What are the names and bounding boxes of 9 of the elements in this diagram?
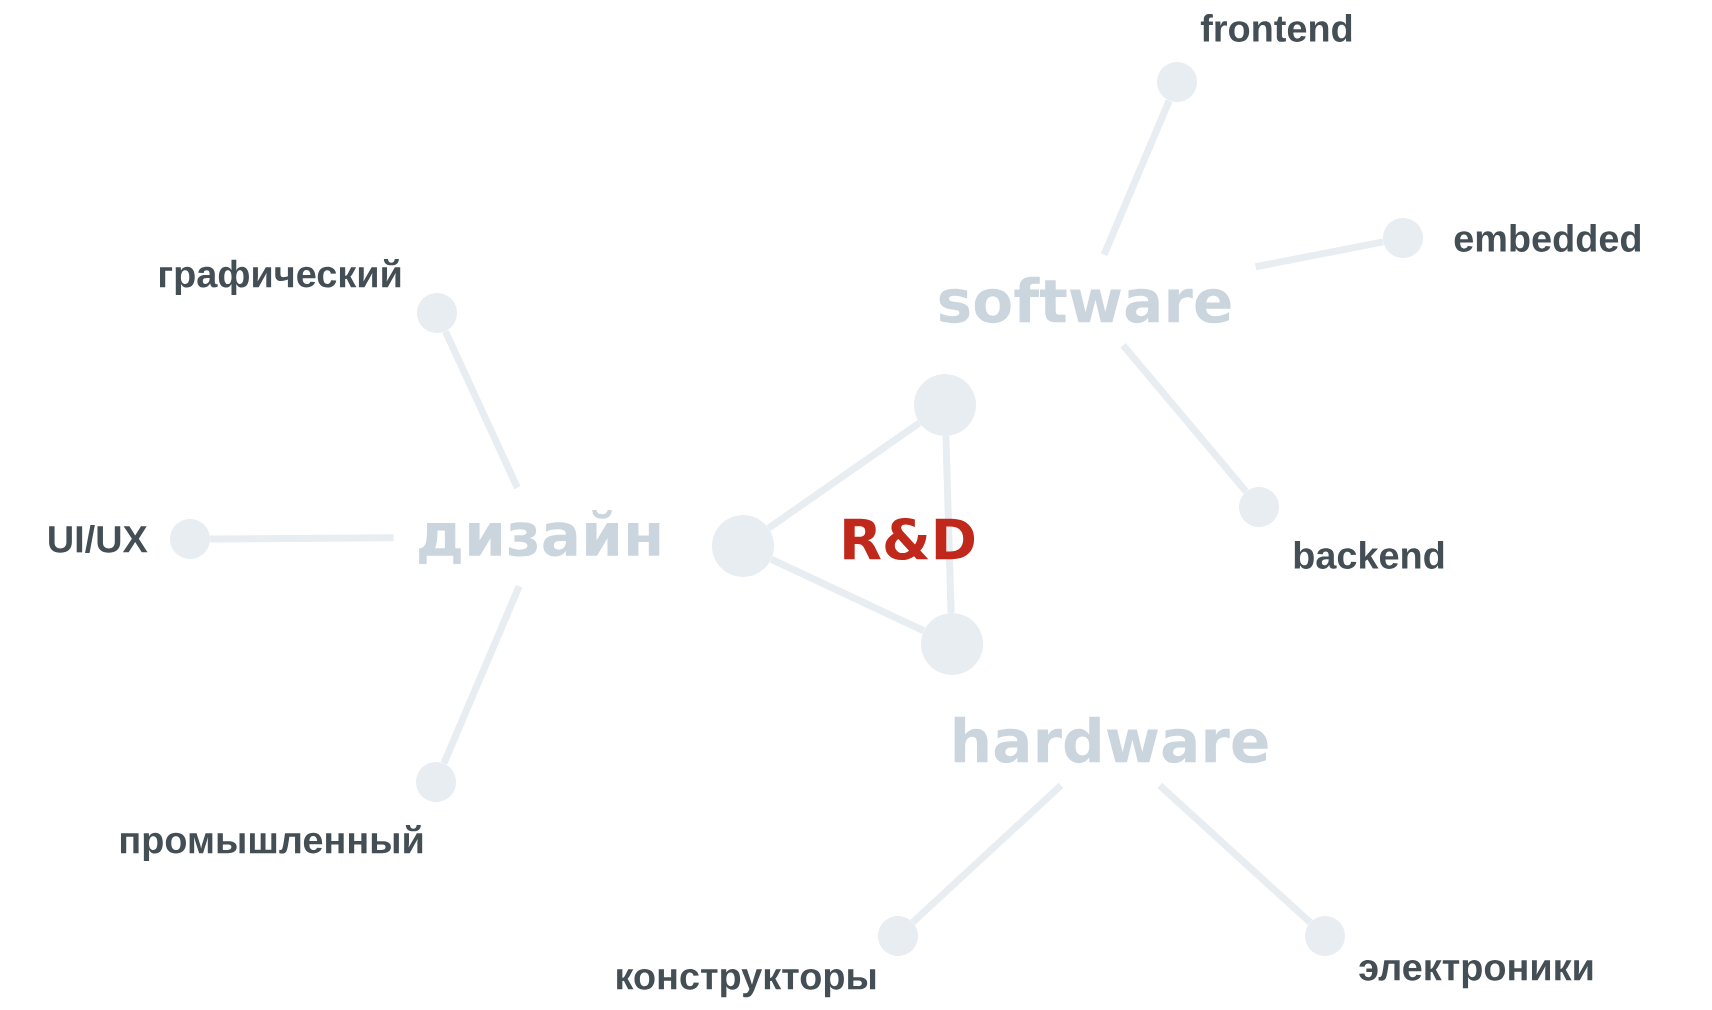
dot-label: UI/UX [49,524,148,554]
dot-label: электроники [1359,959,1593,989]
dot-label: backend [1294,541,1444,569]
dot-label: графический [160,259,401,295]
dot-label: frontend [1200,14,1352,42]
dot-label: промышленный [121,825,423,862]
dot-label: конструкторы [617,968,876,998]
dot-label: embedded [1454,224,1641,252]
center-label: R&D [844,517,975,561]
